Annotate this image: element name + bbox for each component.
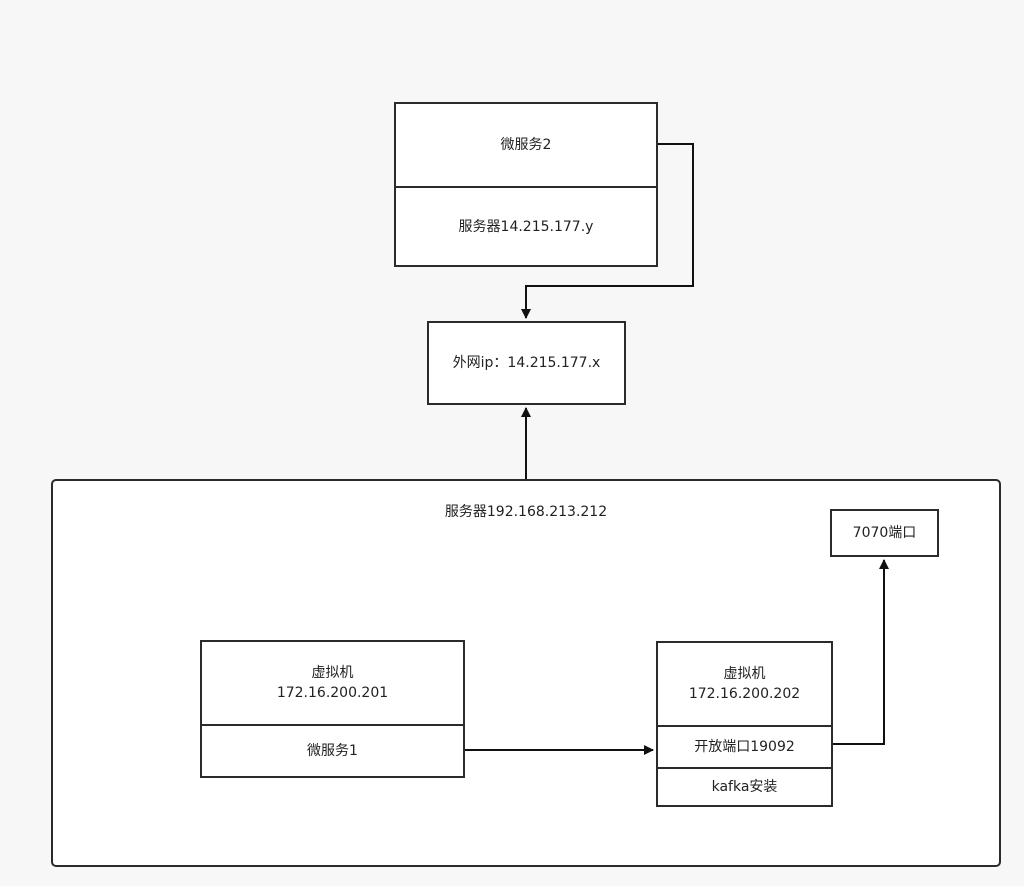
microservice2-server: 服务器14.215.177.y: [396, 186, 656, 265]
microservice2-node: 微服务2 服务器14.215.177.y: [394, 102, 658, 267]
public-ip-node: 外网ip：14.215.177.x: [427, 321, 626, 405]
vm2-install: kafka安装: [658, 767, 831, 805]
vm2-title: 虚拟机 172.16.200.202: [688, 666, 801, 702]
public-ip-label: 外网ip：14.215.177.x: [452, 355, 601, 371]
vm1-node: 虚拟机 172.16.200.201 微服务1: [200, 640, 465, 778]
microservice2-title: 微服务2: [500, 137, 552, 153]
port-7070-label: 7070端口: [852, 525, 917, 541]
vm2-port: 开放端口19092: [658, 725, 831, 767]
vm1-service: 微服务1: [202, 724, 463, 776]
port-7070-node: 7070端口: [830, 509, 939, 557]
vm2-node: 虚拟机 172.16.200.202 开放端口19092 kafka安装: [656, 641, 833, 807]
server-container-title: 服务器192.168.213.212: [444, 504, 608, 520]
vm1-title: 虚拟机 172.16.200.201: [276, 665, 389, 701]
